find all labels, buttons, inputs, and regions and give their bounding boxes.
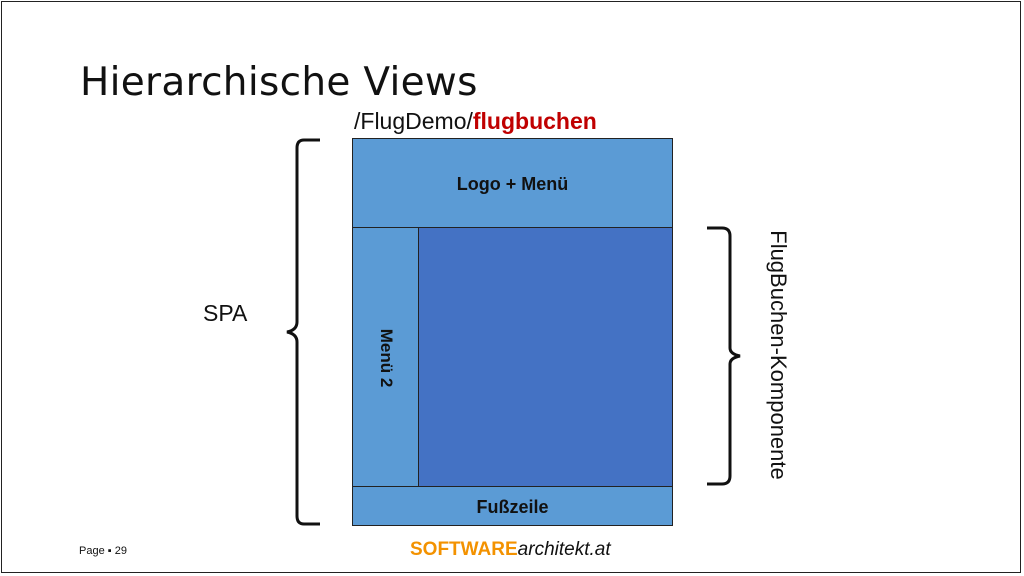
component-brace (707, 226, 741, 486)
page-number: Page ▪ 29 (79, 545, 127, 557)
component-label: FlugBuchen-Komponente (766, 230, 791, 480)
slide-title: Hierarchische Views (80, 60, 478, 105)
footer-label: Fußzeile (476, 497, 549, 517)
footer-box: Fußzeile (352, 486, 673, 526)
brand-part2: architekt.at (517, 539, 611, 560)
side-menu-box: Menü 2 (352, 227, 419, 487)
header-box: Logo + Menü (352, 138, 673, 228)
page-value: 29 (114, 545, 127, 557)
page-label: Page (79, 545, 105, 557)
page-separator: ▪ (107, 545, 112, 557)
spa-label: SPA (203, 300, 248, 326)
header-label: Logo + Menü (456, 174, 569, 194)
route-path: /FlugDemo/flugbuchen (354, 108, 597, 135)
route-highlight: flugbuchen (472, 108, 597, 134)
spa-brace (286, 138, 320, 526)
brand-part1: SOFTWARE (410, 539, 518, 560)
route-prefix: /FlugDemo/ (354, 108, 473, 134)
brand-logo: SOFTWAREarchitekt.at (410, 539, 611, 561)
